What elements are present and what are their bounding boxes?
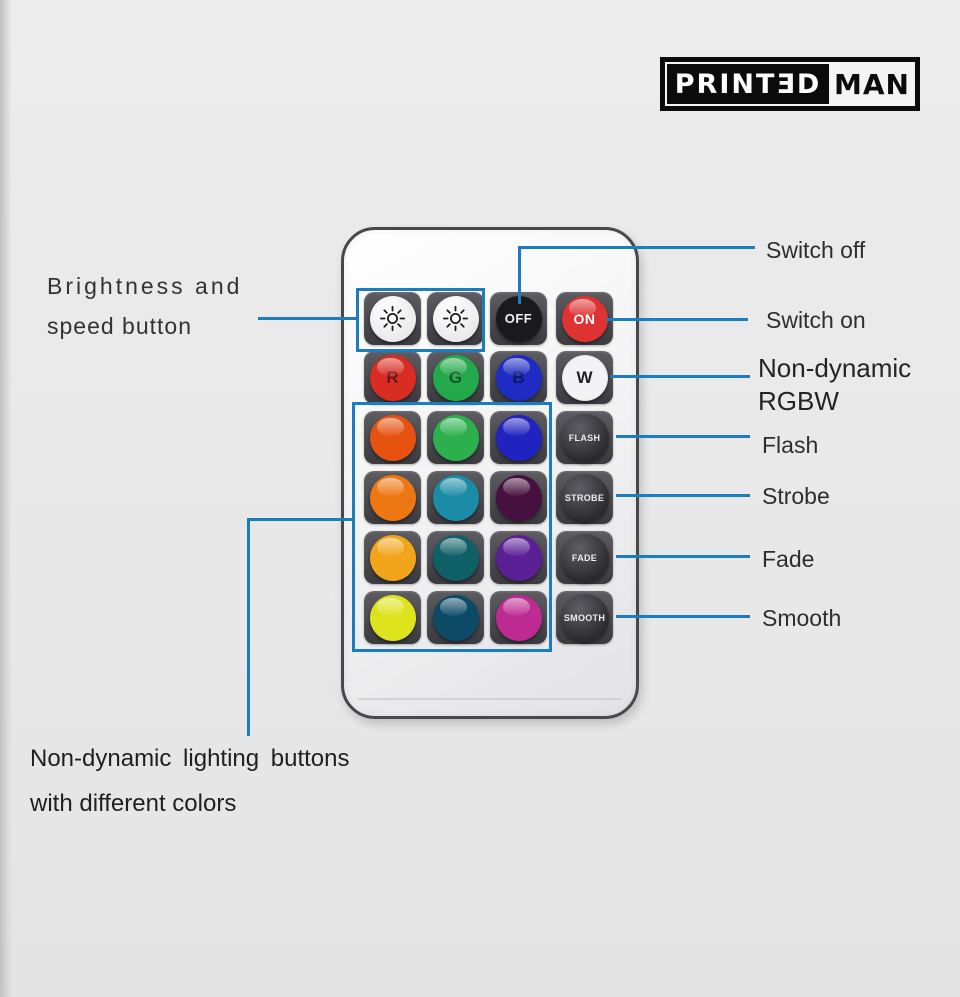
color-button-tile <box>364 471 421 524</box>
white-button[interactable]: W <box>561 354 608 401</box>
brightness-down-button[interactable] <box>432 295 479 342</box>
annotation-box-brightness <box>356 288 485 352</box>
brightness-annotation-line2: speed button <box>47 313 193 339</box>
color-grid-annotation-line2: with different colors <box>30 790 237 817</box>
mode-button-tile: FADE <box>556 531 613 584</box>
blue-button[interactable]: B <box>495 354 542 401</box>
color-button-teal[interactable] <box>432 474 479 521</box>
color-button-violet[interactable] <box>495 534 542 581</box>
annotation-line-brightness <box>258 317 356 320</box>
color-button-orange-red[interactable] <box>369 414 416 461</box>
sun-icon <box>442 305 469 332</box>
brightness-down-tile <box>427 292 484 345</box>
color-button-tile <box>427 411 484 464</box>
color-button-tile <box>427 471 484 524</box>
green-tile: G <box>427 351 484 404</box>
annotation-line-fade <box>616 555 750 558</box>
color-button-yellow[interactable] <box>369 594 416 641</box>
red-tile: R <box>364 351 421 404</box>
switch-on-label: Switch on <box>766 307 866 333</box>
logo-brand-right: MAN <box>829 62 915 106</box>
color-button-tile <box>427 531 484 584</box>
mode-button-tile: FLASH <box>556 411 613 464</box>
rgbw-annotation-line2: RGBW <box>758 386 839 416</box>
printed-man-logo: PRINTƎD MAN <box>660 57 920 111</box>
brightness-up-tile <box>364 292 421 345</box>
color-button-tile <box>490 531 547 584</box>
color-button-tile <box>364 411 421 464</box>
rgbw-annotation-line1: Non-dynamic <box>758 353 912 383</box>
fade-label: Fade <box>762 546 815 572</box>
remote-seam <box>358 698 622 700</box>
brightness-up-button[interactable] <box>369 295 416 342</box>
color-button-deep-teal[interactable] <box>432 594 479 641</box>
brightness-annotation-label: Brightness and speed button <box>47 266 242 346</box>
mode-button-tile: SMOOTH <box>556 591 613 644</box>
annotation-line-switch-off-h <box>518 246 755 249</box>
white-tile: W <box>556 351 613 404</box>
color-grid-annotation-line1: Non-dynamic lighting buttons <box>30 745 350 772</box>
color-button-tile <box>364 531 421 584</box>
color-button-tile <box>490 471 547 524</box>
annotation-line-smooth <box>616 615 750 618</box>
blue-tile: B <box>490 351 547 404</box>
flash-button[interactable]: FLASH <box>560 413 609 462</box>
brightness-annotation-line1: Brightness and <box>47 273 243 299</box>
color-button-royal-blue[interactable] <box>495 414 542 461</box>
color-button-tile <box>490 411 547 464</box>
annotation-line-switch-on <box>606 318 748 321</box>
color-button-amber[interactable] <box>369 534 416 581</box>
annotation-line-color-grid-h <box>247 518 352 521</box>
color-grid-annotation-label: Non-dynamic lighting buttons with differ… <box>30 736 350 826</box>
color-button-dark-teal[interactable] <box>432 534 479 581</box>
annotation-line-switch-off-v <box>518 246 521 304</box>
flash-label: Flash <box>762 432 819 458</box>
annotation-line-flash <box>616 435 750 438</box>
annotation-line-color-grid-v <box>247 518 250 736</box>
color-button-tile <box>364 591 421 644</box>
rgbw-annotation-label: Non-dynamic RGBW <box>758 352 911 418</box>
color-button-tile <box>490 591 547 644</box>
smooth-button[interactable]: SMOOTH <box>560 593 609 642</box>
fade-button[interactable]: FADE <box>560 533 609 582</box>
annotation-line-strobe <box>616 494 750 497</box>
color-button-magenta[interactable] <box>495 594 542 641</box>
color-button-orange[interactable] <box>369 474 416 521</box>
green-button[interactable]: G <box>432 354 479 401</box>
smooth-label: Smooth <box>762 605 842 631</box>
page-edge-shade <box>0 0 12 997</box>
annotation-box-color-grid <box>352 402 552 652</box>
on-tile: ON <box>556 292 613 345</box>
mode-button-tile: STROBE <box>556 471 613 524</box>
color-button-tile <box>427 591 484 644</box>
color-button-green[interactable] <box>432 414 479 461</box>
color-button-dark-plum[interactable] <box>495 474 542 521</box>
sun-icon <box>379 305 406 332</box>
logo-brand-left: PRINTƎD <box>665 62 829 106</box>
annotation-line-rgbw <box>610 375 750 378</box>
red-button[interactable]: R <box>369 354 416 401</box>
strobe-label: Strobe <box>762 483 830 509</box>
strobe-button[interactable]: STROBE <box>560 473 609 522</box>
switch-off-label: Switch off <box>766 237 866 263</box>
on-button[interactable]: ON <box>561 295 608 342</box>
